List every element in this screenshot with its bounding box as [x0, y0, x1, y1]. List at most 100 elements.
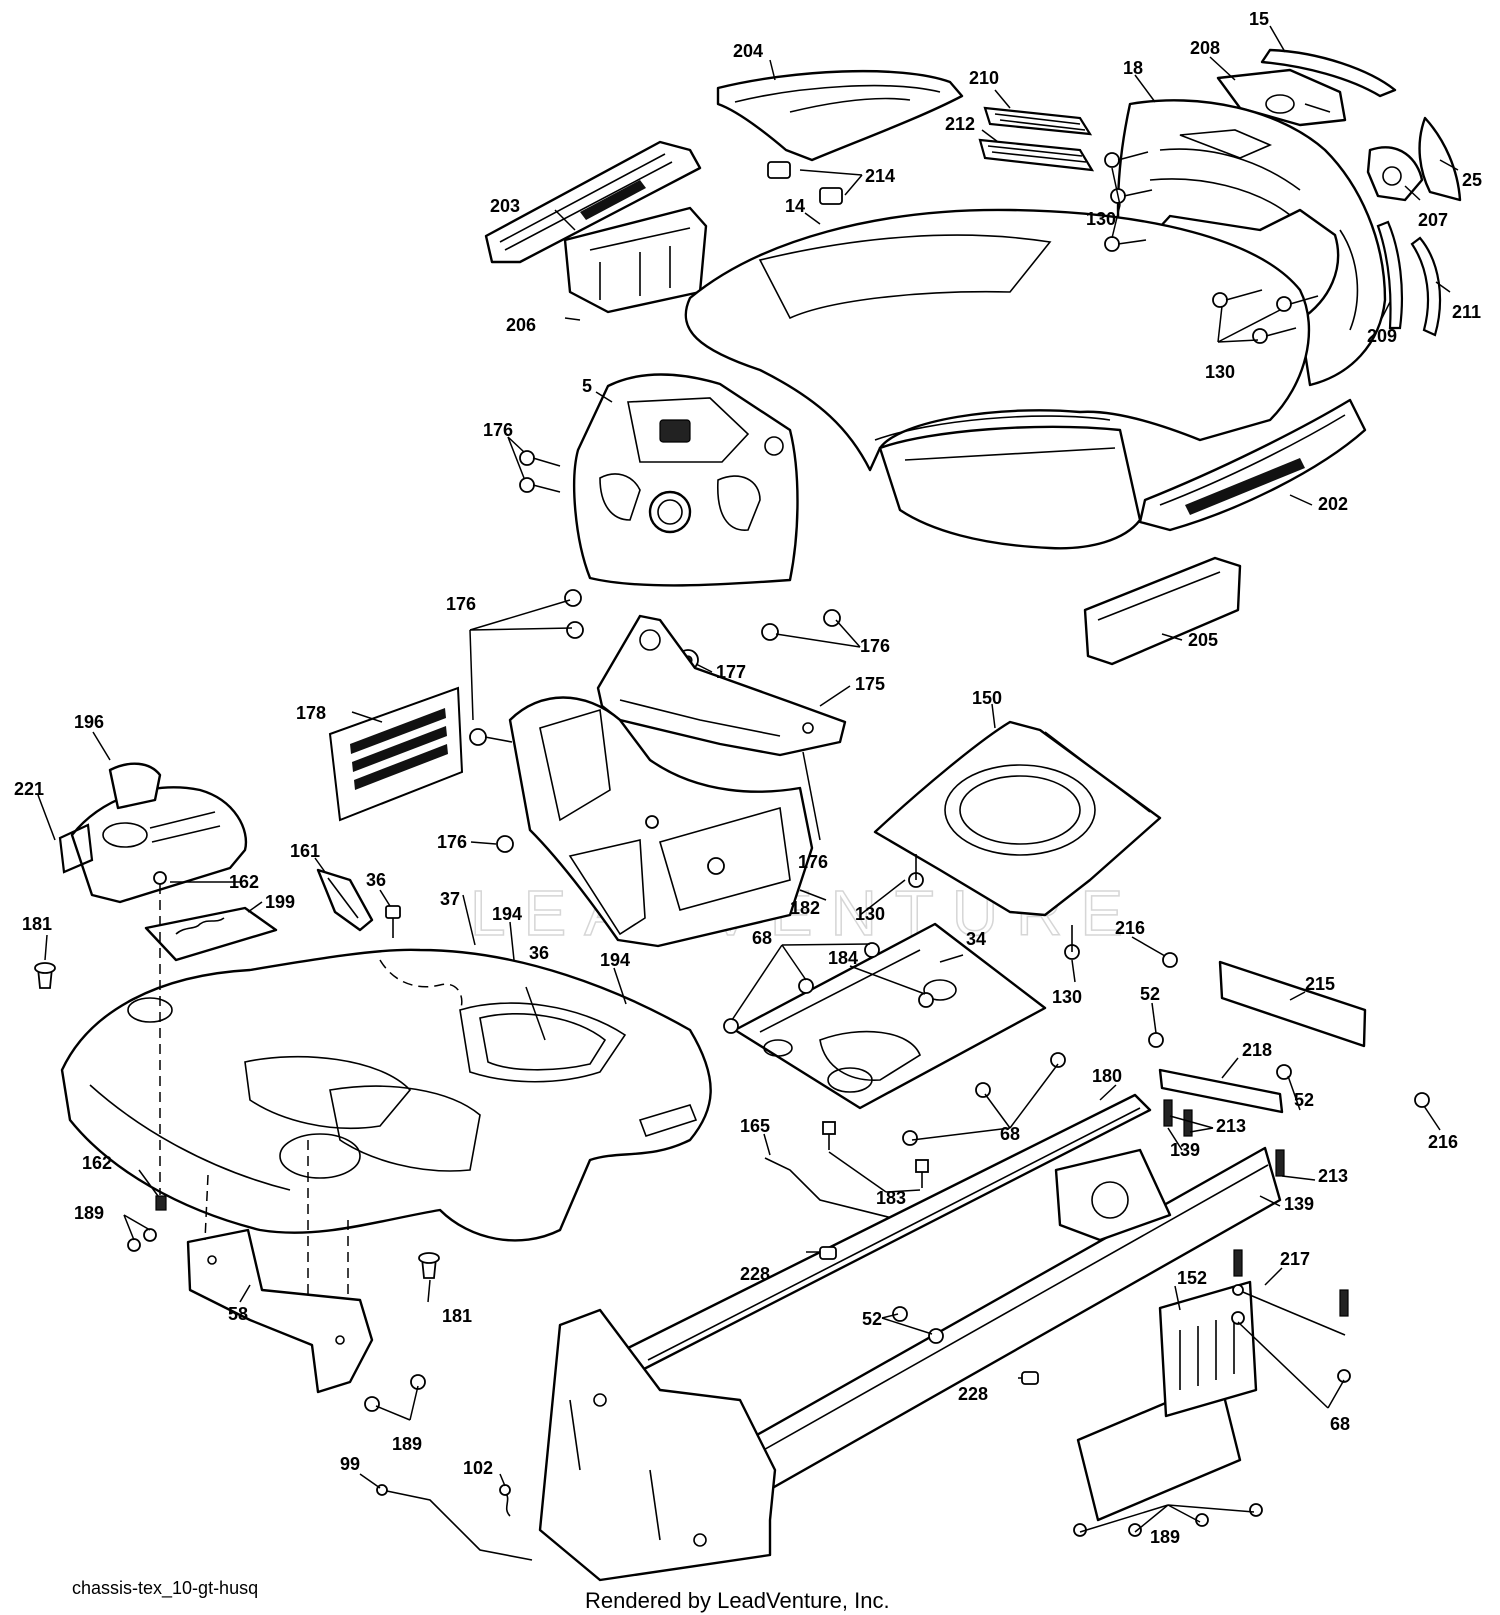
part-178-vent-panel — [328, 686, 464, 822]
callout-176-e: 176 — [798, 852, 828, 872]
callout-210: 210 — [969, 68, 999, 88]
part-102-spring — [499, 1484, 511, 1517]
callout-52-b: 52 — [1294, 1090, 1314, 1110]
callout-183: 183 — [876, 1188, 906, 1208]
leader-lines — [37, 25, 1459, 1533]
callout-206: 206 — [506, 315, 536, 335]
callout-216-b: 216 — [1428, 1132, 1458, 1152]
callout-216-a: 216 — [1115, 918, 1145, 938]
part-205-lower-panel — [1083, 556, 1242, 666]
part-211-strip — [1410, 236, 1442, 337]
callout-189-a: 189 — [74, 1203, 104, 1223]
bolts-68-battery — [1231, 1249, 1351, 1383]
callout-182: 182 — [790, 898, 820, 918]
callout-36-b: 36 — [529, 943, 549, 963]
callout-161: 161 — [290, 841, 320, 861]
callout-176-a: 176 — [483, 420, 513, 440]
callout-178: 178 — [296, 703, 326, 723]
callout-14: 14 — [785, 196, 805, 216]
part-25-lens — [1418, 116, 1462, 202]
callout-36-a: 36 — [366, 870, 386, 890]
callout-176-c: 176 — [860, 636, 890, 656]
callout-194-b: 194 — [600, 950, 630, 970]
callout-228-a: 228 — [740, 1264, 770, 1284]
part-5-dash-panel — [573, 373, 799, 587]
callout-215: 215 — [1305, 974, 1335, 994]
part-217-hold-down — [1232, 1284, 1346, 1336]
callout-214: 214 — [865, 166, 895, 186]
callout-162-a: 162 — [229, 872, 259, 892]
diagram-code: chassis-tex_10-gt-husq — [72, 1578, 259, 1598]
screws-130-lower — [908, 854, 1080, 960]
callout-221: 221 — [14, 779, 44, 799]
callout-196: 196 — [74, 712, 104, 732]
part-221-decal — [58, 823, 94, 874]
part-14-hood — [684, 208, 1311, 550]
part-15-trim — [1260, 48, 1397, 98]
grommets-181 — [34, 962, 440, 1279]
callout-labels: 204 15 208 18 210 212 214 203 14 130 207… — [14, 9, 1482, 1547]
part-99-rod — [376, 1484, 533, 1561]
callout-189-c: 189 — [1150, 1527, 1180, 1547]
part-203-grille — [484, 140, 702, 264]
callout-176-b: 176 — [446, 594, 476, 614]
callout-181-a: 181 — [22, 914, 52, 934]
part-37-fender — [60, 948, 712, 1242]
callout-212: 212 — [945, 114, 975, 134]
callout-130-b: 130 — [1205, 362, 1235, 382]
part-161-bracket — [316, 868, 374, 932]
callout-217: 217 — [1280, 1249, 1310, 1269]
callout-181-b: 181 — [442, 1306, 472, 1326]
part-180-frame — [618, 1093, 1282, 1497]
part-207-lamp — [1366, 146, 1424, 202]
callout-204: 204 — [733, 41, 763, 61]
part-58-bracket — [186, 1228, 374, 1394]
bolts-189 — [127, 1228, 1263, 1537]
callout-211: 211 — [1452, 302, 1481, 322]
part-34-plate — [733, 922, 1047, 1110]
part-150-footrest — [873, 720, 1162, 917]
part-218-bracket — [1148, 1032, 1292, 1177]
callout-228-b: 228 — [958, 1384, 988, 1404]
callout-152: 152 — [1177, 1268, 1207, 1288]
part-175-bracket — [596, 614, 847, 757]
callout-213-a: 213 — [1216, 1116, 1246, 1136]
screws-130-upper — [1104, 151, 1319, 344]
callout-207: 207 — [1418, 210, 1448, 230]
part-204-hood-cover — [716, 69, 964, 162]
part-182-console — [508, 696, 814, 948]
callout-189-b: 189 — [392, 1434, 422, 1454]
part-210-decal — [983, 106, 1093, 136]
rendered-by-credit: Rendered by LeadVenture, Inc. — [585, 1588, 890, 1613]
callout-199: 199 — [265, 892, 295, 912]
part-18-nose — [1116, 99, 1387, 387]
callout-102: 102 — [463, 1458, 493, 1478]
callout-162-b: 162 — [82, 1153, 112, 1173]
pins-228 — [819, 1246, 1039, 1385]
callout-205: 205 — [1188, 630, 1218, 650]
callout-18: 18 — [1123, 58, 1143, 78]
callout-150: 150 — [972, 688, 1002, 708]
callout-130-c: 130 — [855, 904, 885, 924]
part-165-rod — [764, 1157, 901, 1221]
callout-58: 58 — [228, 1304, 248, 1324]
callout-218: 218 — [1242, 1040, 1272, 1060]
callout-139-a: 139 — [1170, 1140, 1200, 1160]
callout-5: 5 — [582, 376, 592, 396]
callout-203: 203 — [490, 196, 520, 216]
callout-25: 25 — [1462, 170, 1482, 190]
callout-176-d: 176 — [437, 832, 467, 852]
callout-37: 37 — [440, 889, 460, 909]
part-215-bar — [1162, 952, 1430, 1108]
callout-52-a: 52 — [1140, 984, 1160, 1004]
callout-99: 99 — [340, 1454, 360, 1474]
callout-194-a: 194 — [492, 904, 522, 924]
part-199-plate — [144, 906, 278, 962]
part-214-clips — [767, 161, 843, 205]
callout-139-b: 139 — [1284, 1194, 1314, 1214]
callout-68-c: 68 — [1330, 1414, 1350, 1434]
callout-209: 209 — [1367, 326, 1397, 346]
part-202-front-grille — [1138, 398, 1367, 532]
part-209-strip — [1376, 220, 1404, 330]
